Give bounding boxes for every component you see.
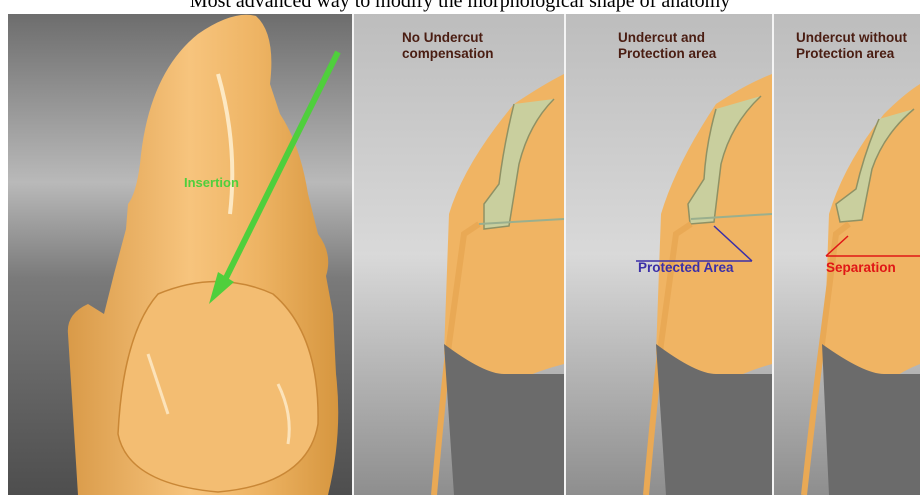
protected-area-label: Protected Area [638, 260, 734, 275]
separation-label: Separation [826, 260, 896, 275]
no-undercut-panel: No Undercut compensation [354, 14, 564, 495]
separation-panel: Undercut without Protection area Separat… [774, 14, 920, 495]
cross-section-render [354, 14, 564, 495]
cross-section-render [566, 14, 772, 495]
protection-area-panel: Undercut and Protection area Protected A… [566, 14, 772, 495]
panel-title: No Undercut compensation [402, 30, 494, 62]
panel-title: Undercut without Protection area [796, 30, 907, 62]
cross-section-render [774, 14, 920, 495]
image-caption: Most advanced way to modify the morpholo… [0, 0, 920, 13]
insertion-label: Insertion [184, 175, 239, 190]
insertion-panel: Insertion [8, 14, 352, 495]
panel-title: Undercut and Protection area [618, 30, 716, 62]
tooth-render [8, 14, 352, 495]
comparison-strip: Insertion No Undercut compensation [8, 14, 920, 495]
